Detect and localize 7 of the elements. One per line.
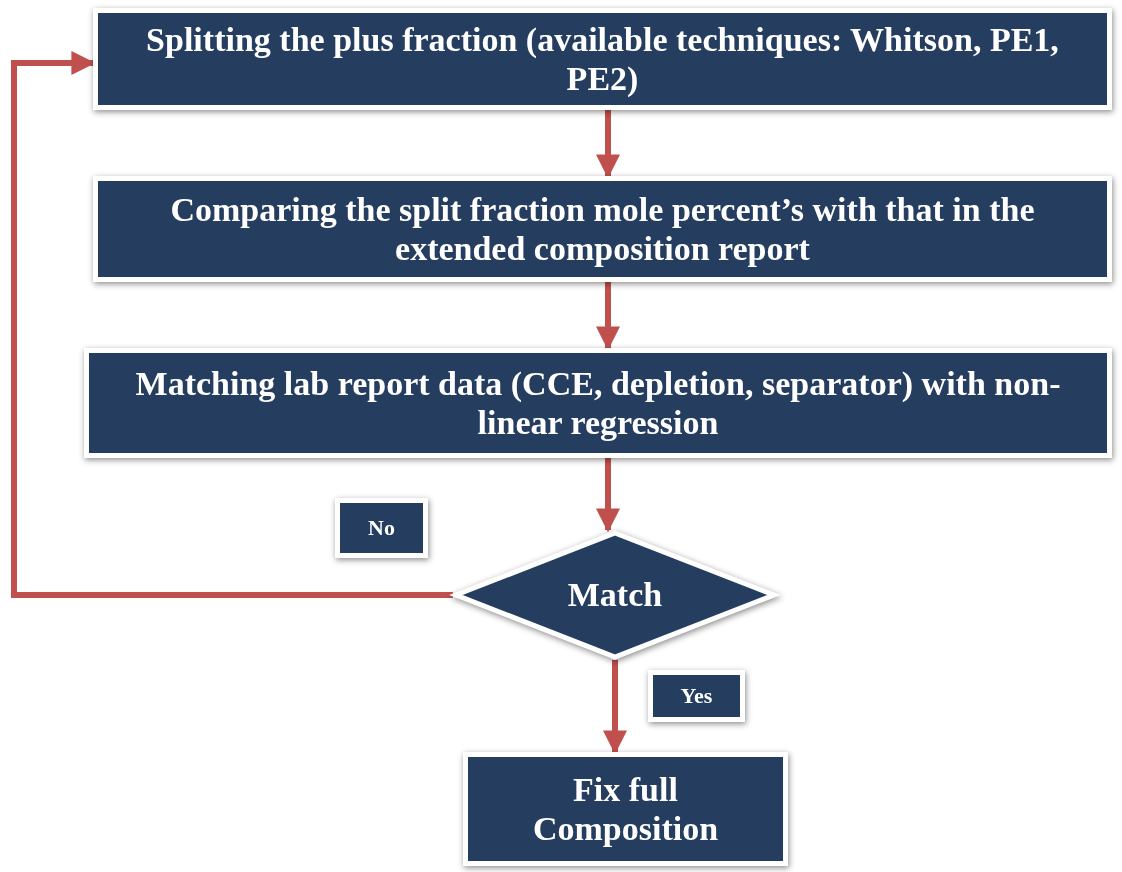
arrow: [11, 51, 453, 598]
node-text: Splitting the plus fraction (available techniques: Whitson, PE1, PE2): [145, 19, 1060, 99]
arrow: [596, 458, 620, 533]
node-text: Matching lab report data (CCE, depletion, separator) with non-linear regression: [134, 363, 1062, 443]
node-text: Match: [566, 575, 664, 615]
node-text: Comparing the split fraction mole percent’s with that in the extended composition report: [169, 189, 1036, 269]
node-text: Fix full Composition: [531, 769, 720, 849]
